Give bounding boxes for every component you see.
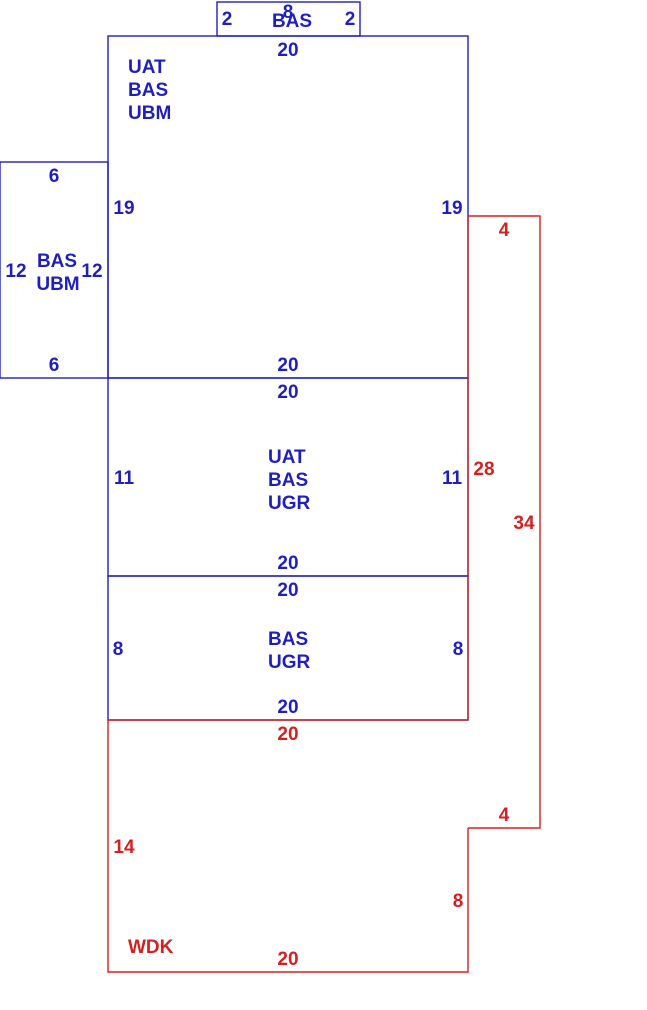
left-wing-left-dimension: 12 — [5, 261, 26, 282]
deck-inner-side-dimension: 28 — [473, 459, 494, 480]
left-wing-bottom-dimension: 6 — [49, 355, 60, 376]
deck-top-dimension: 20 — [277, 724, 298, 745]
middle-left-dimension: 11 — [114, 468, 135, 489]
lower-top-dimension: 20 — [277, 580, 298, 601]
main-upper-code-3: UBM — [128, 103, 171, 124]
lower-code-1: BAS — [268, 629, 308, 650]
main-upper-left-dimension: 19 — [113, 198, 134, 219]
middle-top-dimension: 20 — [277, 382, 298, 403]
main-upper-top-dimension: 20 — [277, 40, 298, 61]
middle-code-1: UAT — [268, 447, 306, 468]
middle-code-2: BAS — [268, 470, 308, 491]
lower-bottom-dimension: 20 — [277, 697, 298, 718]
deck-code: WDK — [128, 937, 174, 958]
main-upper-code-1: UAT — [128, 57, 166, 78]
middle-code-3: UGR — [268, 493, 311, 514]
top-bay-code: BAS — [272, 11, 312, 32]
deck-top-step-dimension: 4 — [499, 220, 510, 241]
main-upper-right-dimension: 19 — [441, 198, 462, 219]
left-wing-code-2: UBM — [36, 274, 79, 295]
lower-code-2: UGR — [268, 652, 311, 673]
deck-right-tall-dimension: 34 — [513, 513, 535, 534]
left-wing-right-dimension: 12 — [81, 261, 102, 282]
top-bay-top-dimension: 8 — [283, 2, 294, 23]
top-bay-left-dimension: 2 — [222, 9, 233, 30]
left-wing-top-dimension: 6 — [49, 166, 60, 187]
lower-right-dimension: 8 — [453, 639, 464, 660]
deck-left-dimension: 14 — [113, 837, 135, 858]
deck-side-strip-outline — [468, 215, 541, 829]
left-wing-outline — [0, 161, 109, 379]
main-upper-code-2: BAS — [128, 80, 168, 101]
main-upper-bottom-dimension: 20 — [277, 355, 298, 376]
middle-right-dimension: 11 — [442, 468, 463, 489]
deck-step-dimension: 4 — [499, 805, 510, 826]
deck-right-lower-dimension: 8 — [453, 891, 464, 912]
top-bay-right-dimension: 2 — [345, 9, 356, 30]
deck-lower-outline — [107, 720, 469, 973]
lower-left-dimension: 8 — [113, 639, 124, 660]
middle-bottom-dimension: 20 — [277, 553, 298, 574]
deck-bottom-dimension: 20 — [277, 949, 298, 970]
left-wing-code-1: BAS — [37, 251, 77, 272]
